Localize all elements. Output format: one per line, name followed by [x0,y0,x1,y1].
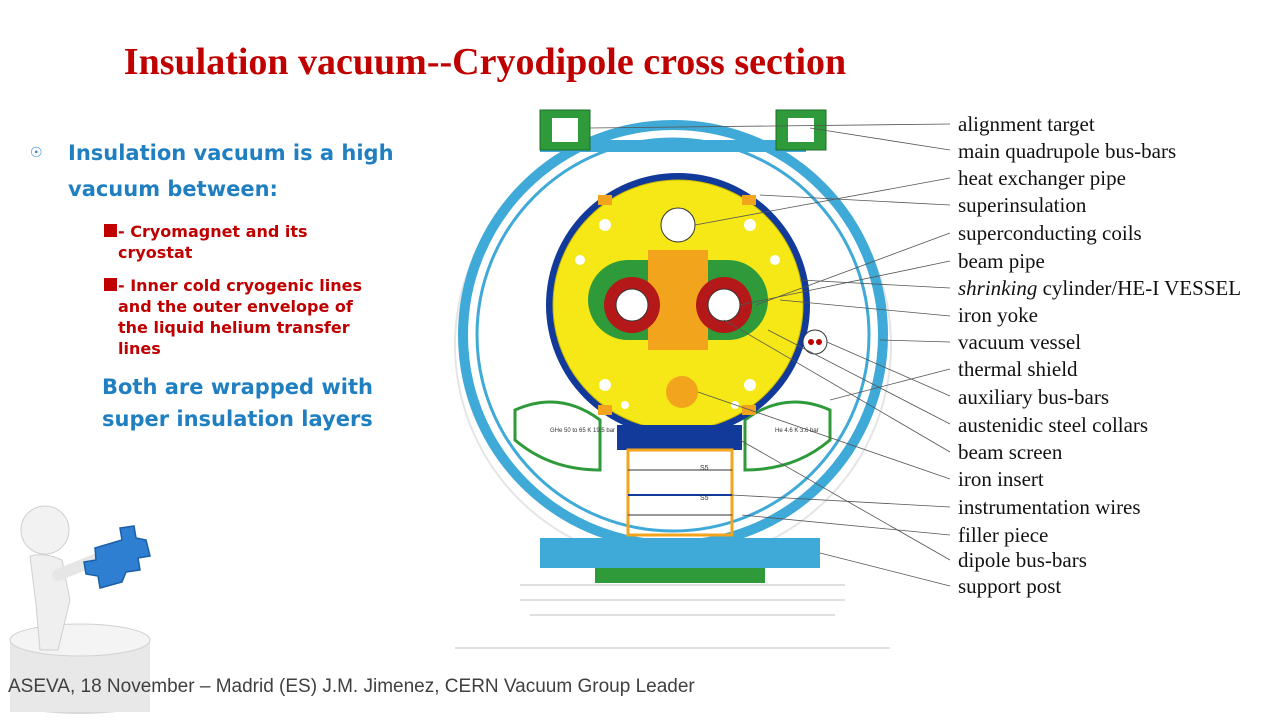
ghe-note: GHe 50 to 65 K 19.5 bar [550,428,615,434]
footer-text: ASEVA, 18 November – Madrid (ES) J.M. Ji… [8,676,695,697]
slide-title: Insulation vacuum--Cryodipole cross sect… [123,41,847,83]
sub-bullet-line: cryostat [118,243,193,262]
bullet-main-line1: Insulation vacuum is a high [68,141,394,165]
sub-bullet-line: the liquid helium transfer [118,318,350,337]
label-vacuum-vessel: vacuum vessel [958,330,1081,354]
sub-bullet-cryomagnet: - Cryomagnet and its cryostat [30,221,450,263]
iron-insert [666,376,698,408]
label-instrumentation-wires: instrumentation wires [958,495,1141,519]
he-note: He 4.6 K 3.6 bar [775,428,819,434]
beam-pipe-left [615,288,649,322]
circle-bullet-icon: ☉ [30,145,43,161]
wrapping-note: Both are wrapped with super insulation l… [30,371,450,435]
label-filler-piece: filler piece [958,523,1048,547]
wrapping-note-line1: Both are wrapped with [102,375,373,399]
sub-bullet-line: - Inner cold cryogenic lines [118,276,363,295]
auxiliary-bus-bars [802,329,828,355]
label-beam-pipe: beam pipe [958,249,1045,273]
sub-bullet-line: lines [118,339,161,358]
square-bullet-icon [104,224,117,237]
sub-bullet-cryogenic-lines: - Inner cold cryogenic lines and the out… [30,275,450,359]
bullet-list: ☉ Insulation vacuum is a high vacuum bet… [30,135,450,435]
label-thermal-shield: thermal shield [958,357,1078,381]
s5-note: S5 [700,465,709,472]
label-iron-insert: iron insert [958,467,1044,491]
alignment-target [539,109,827,151]
bullet-main: ☉ Insulation vacuum is a high vacuum bet… [30,135,450,207]
label-shrinking-rest: cylinder/HE-I VESSEL [1037,276,1241,300]
label-superconducting-coils: superconducting coils [958,221,1142,245]
label-shrinking-cylinder: shrinking cylinder/HE-I VESSEL [958,276,1241,300]
label-support-post: support post [958,574,1061,598]
label-auxiliary-bus-bars: auxiliary bus-bars [958,385,1109,409]
label-superinsulation: superinsulation [958,193,1087,217]
leader-lines [589,123,951,587]
s5-note: S5 [700,495,709,502]
label-beam-screen: beam screen [958,440,1063,464]
wrapping-note-line2: super insulation layers [102,407,373,431]
bullet-main-line2: vacuum between: [68,177,278,201]
label-main-quadrupole-bus-bars: main quadrupole bus-bars [958,139,1176,163]
label-shrinking-prefix: shrinking [958,276,1037,300]
label-alignment-target: alignment target [958,112,1095,136]
beam-pipe-right [707,288,741,322]
sub-bullet-line: - Cryomagnet and its [118,222,308,241]
label-austenidic-steel-collars: austenidic steel collars [958,413,1148,437]
sub-bullet-line: and the outer envelope of [118,297,353,316]
diagram-labels: alignment target main quadrupole bus-bar… [958,112,1241,598]
cryodipole-cross-section: GHe 50 to 65 K 19.5 bar He 4.6 K 3.6 bar… [454,109,892,649]
label-dipole-bus-bars: dipole bus-bars [958,548,1087,572]
support-post [540,538,820,568]
label-iron-yoke: iron yoke [958,303,1038,327]
heat-exchanger-pipe [660,207,696,243]
puzzle-man-illustration [9,505,151,714]
square-bullet-icon [104,278,117,291]
label-heat-exchanger-pipe: heat exchanger pipe [958,166,1126,190]
